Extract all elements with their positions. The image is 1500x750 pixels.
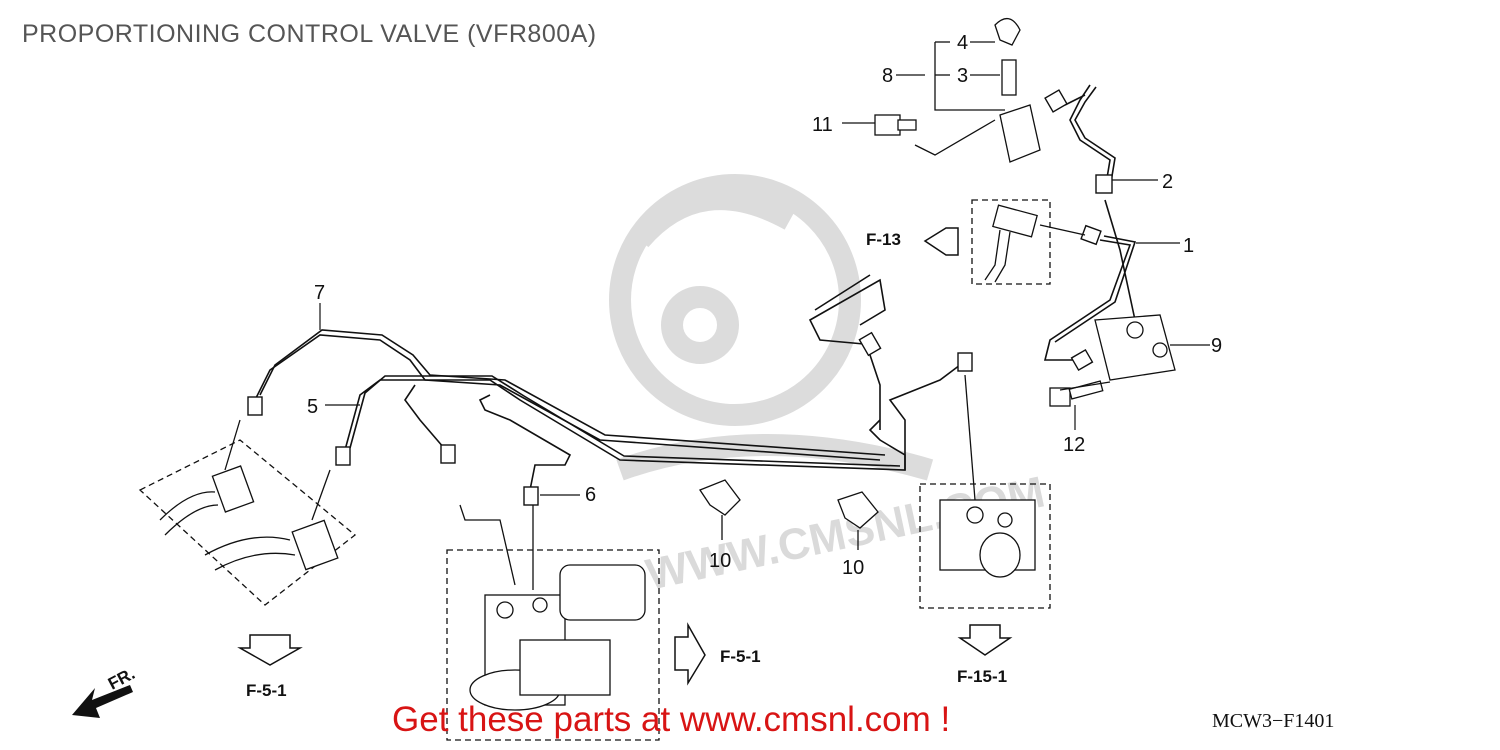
callout-8: 8 — [882, 65, 893, 87]
callout-6: 6 — [585, 484, 596, 506]
watermark-logo — [609, 174, 934, 481]
top-sensor-detail — [971, 199, 1086, 285]
right-valve-detail — [919, 374, 1051, 609]
callout-10a: 10 — [709, 550, 731, 572]
callout-11: 11 — [812, 114, 833, 136]
callout-10b: 10 — [842, 557, 864, 579]
callout-7: 7 — [314, 282, 325, 304]
leader-lines — [319, 41, 1210, 496]
brake-lines — [254, 84, 1137, 491]
junction-bracket — [874, 18, 1041, 163]
callout-2: 2 — [1162, 171, 1173, 193]
abs-modulator-detail — [446, 504, 660, 741]
brake-line-clips — [699, 479, 879, 550]
diagram-code: MCW3−F1401 — [1212, 710, 1335, 732]
ref-f51-left[interactable]: F-5-1 — [246, 681, 287, 700]
callout-9: 9 — [1211, 335, 1222, 357]
proportioning-valve — [1049, 314, 1176, 407]
diagram-title: PROPORTIONING CONTROL VALVE (VFR800A) — [22, 20, 597, 48]
ref-f51-center[interactable]: F-5-1 — [720, 647, 761, 666]
front-arrow-icon: FR. — [72, 664, 138, 718]
brake-fittings — [247, 89, 1113, 506]
left-sensor-detail — [138, 419, 357, 606]
ref-f151[interactable]: F-15-1 — [957, 667, 1007, 686]
callout-5: 5 — [307, 396, 318, 418]
callout-12: 12 — [1063, 434, 1085, 456]
ref-arrows — [237, 227, 1013, 686]
ref-f13[interactable]: F-13 — [866, 230, 901, 249]
callout-4: 4 — [957, 32, 968, 54]
callout-3: 3 — [957, 65, 968, 87]
cta-link[interactable]: Get these parts at www.cmsnl.com ! — [392, 700, 951, 739]
svg-text:FR.: FR. — [105, 664, 138, 694]
callout-1: 1 — [1183, 235, 1194, 257]
